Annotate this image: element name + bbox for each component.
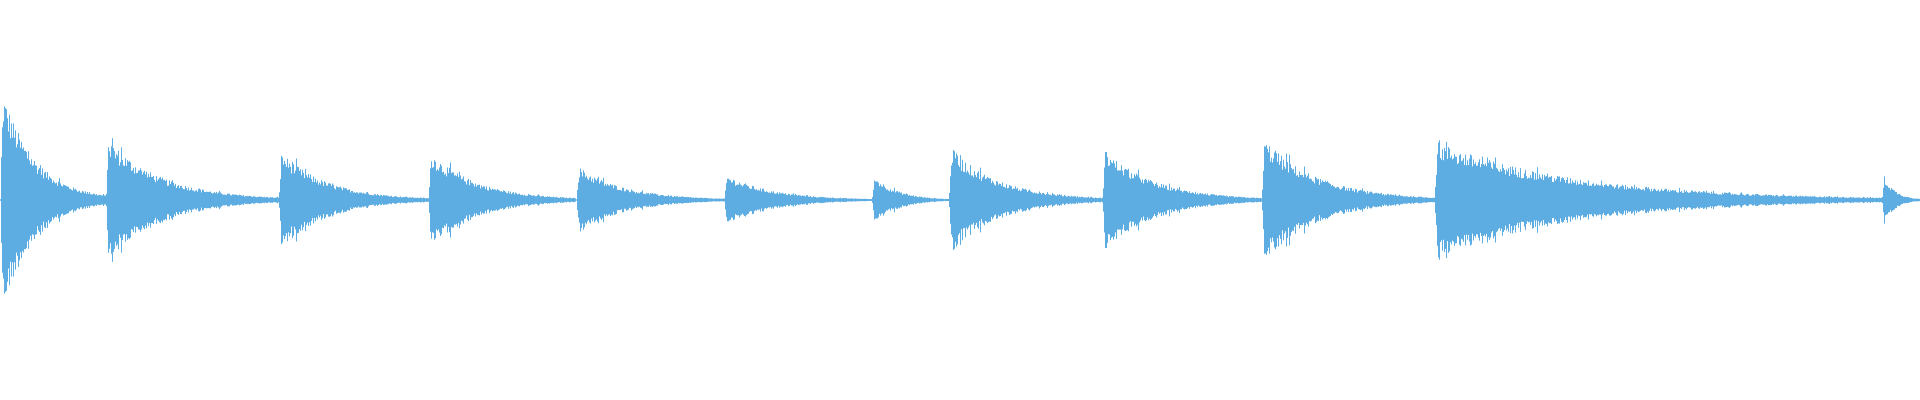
waveform-path xyxy=(0,106,1920,294)
waveform-bars xyxy=(0,106,1920,294)
